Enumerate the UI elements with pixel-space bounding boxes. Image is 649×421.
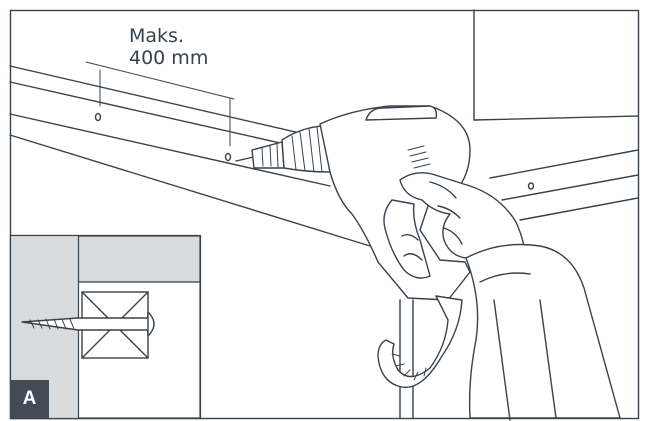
annotation-line-1: Maks. bbox=[129, 25, 184, 47]
hand-and-sleeve bbox=[399, 172, 621, 421]
ceiling-profile bbox=[9, 9, 639, 247]
annotation-line-2: 400 mm bbox=[129, 47, 209, 69]
max-spacing-annotation: Maks. 400 mm bbox=[129, 25, 208, 69]
detail-badge: A bbox=[10, 380, 49, 418]
spacing-dimension bbox=[85, 61, 235, 147]
screwdriver-drill bbox=[235, 105, 471, 388]
figure-frame bbox=[9, 9, 640, 420]
wall-edge bbox=[399, 299, 414, 419]
